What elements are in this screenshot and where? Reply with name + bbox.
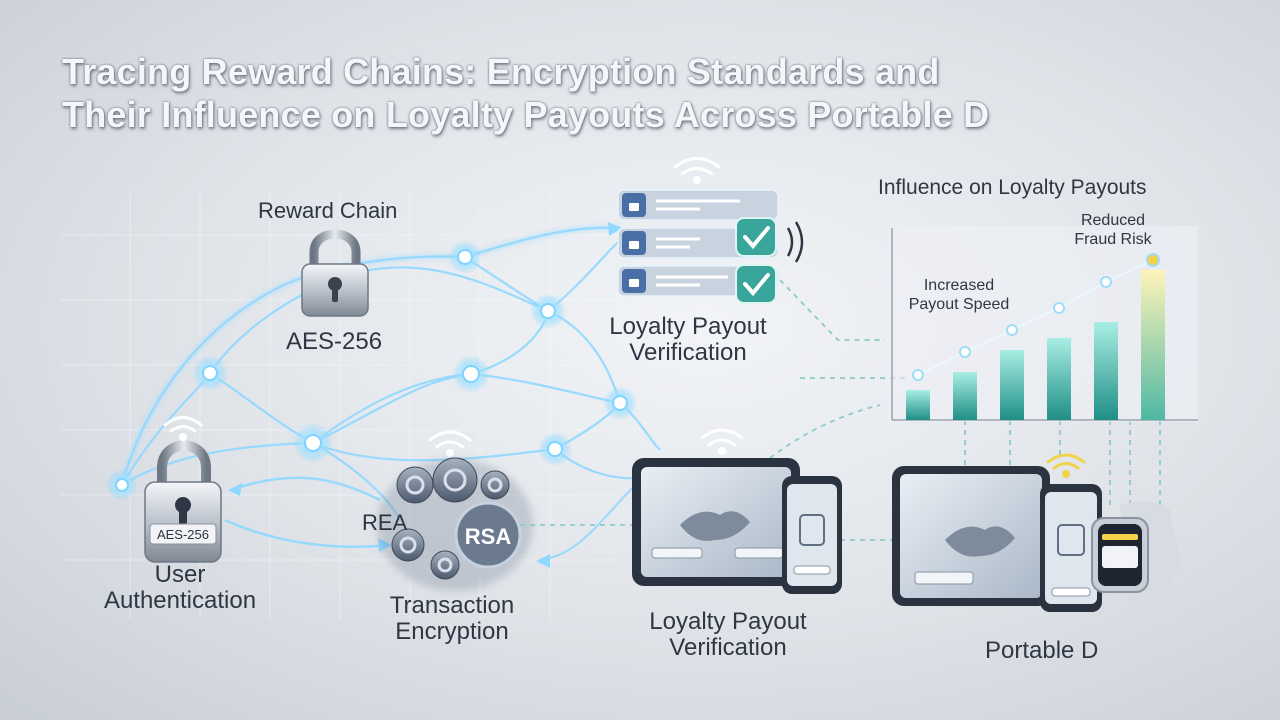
- transaction-encryption-label: Transaction Encryption: [372, 593, 532, 645]
- node: [538, 432, 572, 466]
- trend-line: [917, 258, 1154, 377]
- padlock-icon: [301, 229, 369, 317]
- annotation-line: Increased: [923, 277, 995, 294]
- wifi-icon: [428, 430, 472, 457]
- check-icon: [735, 217, 777, 257]
- verification-bottom-label: Loyalty Payout Verification: [638, 609, 818, 661]
- trend-point: [1100, 276, 1112, 288]
- title-line-1: Tracing Reward Chains: Encryption Standa…: [62, 51, 940, 92]
- trend-point: [912, 369, 924, 381]
- chart-bar: [953, 372, 977, 420]
- chart-bar: [906, 390, 930, 420]
- fingerprint-icon: [1057, 524, 1085, 556]
- chart-annotation: Increased Payout Speed: [895, 276, 1023, 314]
- wifi-icon: [673, 157, 721, 184]
- label-line: User: [154, 561, 206, 588]
- user-authentication-label: User Authentication: [95, 562, 265, 614]
- annotation-line: Reduced: [1080, 212, 1146, 229]
- title-line-2: Their Influence on Loyalty Payouts Acros…: [62, 94, 990, 135]
- lock-icon: [799, 514, 825, 546]
- chart-annotation: Reduced Fraud Risk: [1062, 211, 1164, 249]
- aes-label: AES-256: [286, 328, 383, 355]
- label-line: Loyalty Payout: [649, 608, 807, 635]
- dashed-connectors: [520, 279, 1161, 541]
- trend-point: [1053, 302, 1065, 314]
- chart-bar: [1094, 322, 1118, 420]
- network-nodes: [106, 240, 637, 501]
- trend-point: [1146, 253, 1160, 267]
- node: [293, 423, 333, 463]
- node: [603, 386, 637, 420]
- handshake-icon: [680, 511, 750, 541]
- node: [452, 355, 490, 393]
- handshake-icon: [945, 526, 1015, 557]
- gears-icon: RSA: [377, 457, 533, 591]
- node: [448, 240, 482, 274]
- aes-badge-text: AES-256: [157, 527, 209, 542]
- label-line: Verification: [629, 339, 747, 366]
- background-grid: [60, 190, 620, 620]
- label-line: Verification: [669, 634, 787, 661]
- padlock-icon: AES-256: [144, 440, 222, 563]
- label-line: Encryption: [395, 618, 509, 645]
- annotation-line: Fraud Risk: [1074, 231, 1152, 248]
- rea-label: REA: [362, 510, 408, 535]
- verification-top-label: Loyalty Payout Verification: [605, 314, 771, 366]
- chart-bar: [1000, 350, 1024, 420]
- wifi-icon: [163, 416, 203, 441]
- chart-bar: [1047, 338, 1071, 420]
- rsa-text: RSA: [465, 524, 512, 549]
- wifi-icon: [1046, 453, 1086, 478]
- portable-devices: [892, 466, 1180, 612]
- payout-chart: [888, 226, 1198, 422]
- node: [192, 355, 228, 391]
- chart-bar: [1141, 270, 1165, 420]
- page-title: Tracing Reward Chains: Encryption Standa…: [62, 50, 1242, 136]
- signal-icon: [786, 221, 804, 263]
- portable-label: Portable D: [985, 637, 1099, 664]
- chart-title: Influence on Loyalty Payouts: [878, 176, 1147, 199]
- label-line: Authentication: [103, 587, 257, 614]
- node: [106, 469, 138, 501]
- reward-chain-label: Reward Chain: [258, 198, 398, 223]
- label-line: Transaction: [389, 592, 515, 619]
- wifi-icon: [700, 428, 744, 455]
- annotation-line: Payout Speed: [908, 296, 1010, 313]
- node: [530, 293, 566, 329]
- tablet-device: [632, 458, 842, 594]
- label-line: Loyalty Payout: [609, 313, 767, 340]
- trend-point: [1006, 324, 1018, 336]
- trend-point: [959, 346, 971, 358]
- check-icon: [735, 264, 777, 304]
